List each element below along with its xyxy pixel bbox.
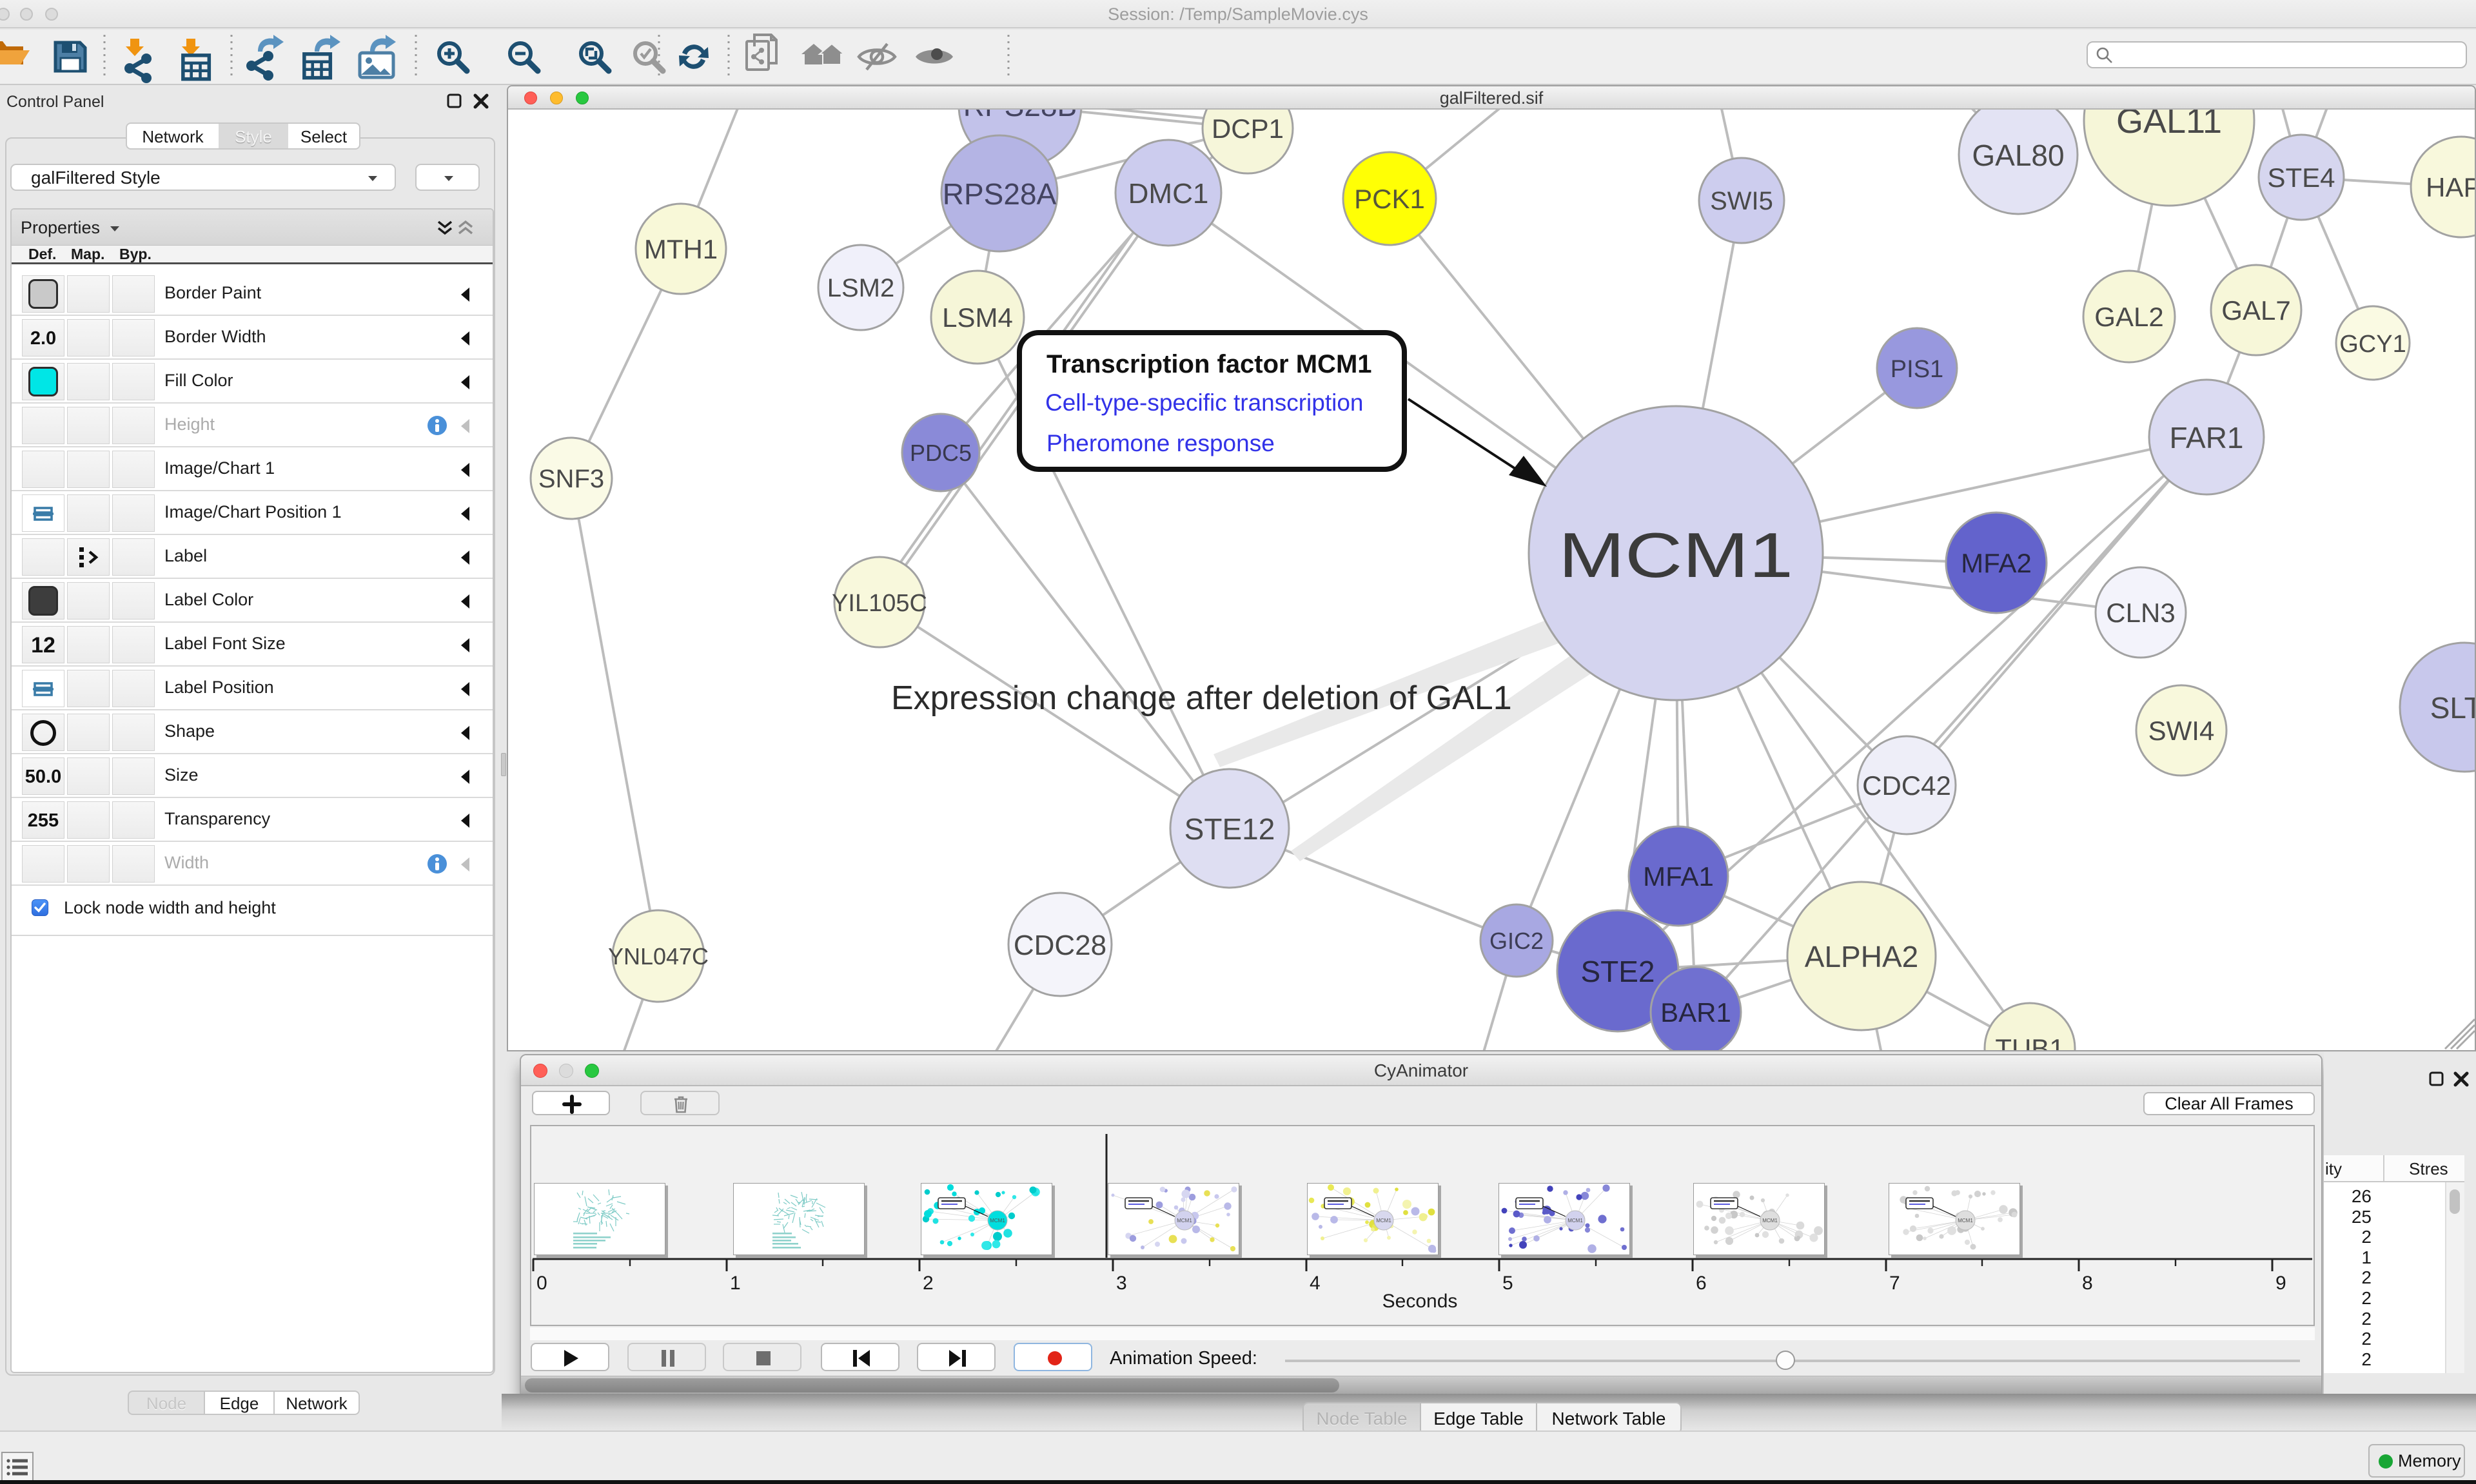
svg-text:PIS1: PIS1	[1891, 356, 1943, 383]
svg-text:MCM1: MCM1	[990, 1218, 1005, 1224]
svg-text:MFA1: MFA1	[1643, 861, 1714, 892]
svg-text:9: 9	[2275, 1273, 2286, 1294]
svg-text:STE12: STE12	[1184, 812, 1275, 846]
svg-text:LSM2: LSM2	[827, 274, 895, 302]
svg-text:MTH1: MTH1	[644, 234, 718, 264]
svg-text:MCM1: MCM1	[1376, 1218, 1391, 1224]
svg-text:8: 8	[2082, 1273, 2093, 1294]
svg-text:7: 7	[1889, 1273, 1900, 1294]
svg-text:GAL11: GAL11	[2116, 110, 2222, 141]
svg-text:CDC42: CDC42	[1862, 770, 1951, 801]
svg-text:STE4: STE4	[2267, 162, 2335, 193]
svg-text:HAP2: HAP2	[2426, 172, 2475, 202]
svg-text:GAL2: GAL2	[2094, 302, 2163, 332]
svg-text:MFA2: MFA2	[1961, 548, 2032, 578]
svg-text:SNF3: SNF3	[538, 465, 604, 493]
svg-text:CLN3: CLN3	[2106, 598, 2175, 628]
svg-text:MCM1: MCM1	[1177, 1218, 1192, 1224]
svg-text:5: 5	[1502, 1273, 1513, 1294]
svg-text:ALPHA2: ALPHA2	[1805, 940, 1918, 973]
svg-text:YIL105C: YIL105C	[832, 590, 927, 617]
svg-text:PDC5: PDC5	[910, 440, 972, 466]
svg-text:DMC1: DMC1	[1128, 178, 1209, 210]
svg-text:Pheromone response: Pheromone response	[1046, 430, 1275, 456]
svg-text:PCK1: PCK1	[1354, 184, 1425, 214]
svg-text:6: 6	[1696, 1273, 1707, 1294]
svg-text:GIC2: GIC2	[1489, 928, 1544, 954]
svg-text:GCY1: GCY1	[2339, 331, 2406, 358]
svg-text:GAL80: GAL80	[1972, 139, 2064, 172]
svg-text:LSM4: LSM4	[942, 302, 1013, 333]
svg-text:Seconds: Seconds	[1382, 1291, 1458, 1312]
svg-text:BAR1: BAR1	[1660, 997, 1731, 1028]
svg-text:1: 1	[730, 1273, 741, 1294]
svg-text:MCM1: MCM1	[1958, 1218, 1973, 1224]
svg-text:SWI4: SWI4	[2148, 716, 2215, 746]
svg-text:RPS28B: RPS28B	[963, 110, 1077, 122]
svg-text:DCP1: DCP1	[1212, 113, 1284, 144]
svg-text:TUB1: TUB1	[1995, 1033, 2064, 1050]
svg-text:Cell-type-specific transcripti: Cell-type-specific transcription	[1045, 389, 1364, 416]
svg-text:2: 2	[923, 1273, 934, 1294]
svg-text:YNL047C: YNL047C	[608, 943, 709, 970]
svg-text:MCM1: MCM1	[1762, 1218, 1778, 1224]
svg-text:Expression change after deleti: Expression change after deletion of GAL1	[891, 679, 1512, 717]
svg-text:Transcription factor MCM1: Transcription factor MCM1	[1046, 350, 1372, 378]
svg-text:RPS28A: RPS28A	[943, 177, 1057, 211]
svg-text:MCM1: MCM1	[1567, 1218, 1583, 1224]
svg-text:MCM1: MCM1	[1558, 520, 1793, 591]
svg-text:CDC28: CDC28	[1014, 930, 1106, 961]
svg-text:SLT2: SLT2	[2430, 691, 2475, 725]
svg-text:FAR1: FAR1	[2169, 421, 2243, 454]
svg-text:0: 0	[536, 1273, 547, 1294]
svg-text:4: 4	[1310, 1273, 1321, 1294]
svg-text:STE2: STE2	[1580, 955, 1655, 988]
svg-text:3: 3	[1116, 1273, 1127, 1294]
svg-text:SWI5: SWI5	[1710, 187, 1773, 215]
svg-text:GAL7: GAL7	[2221, 295, 2290, 326]
